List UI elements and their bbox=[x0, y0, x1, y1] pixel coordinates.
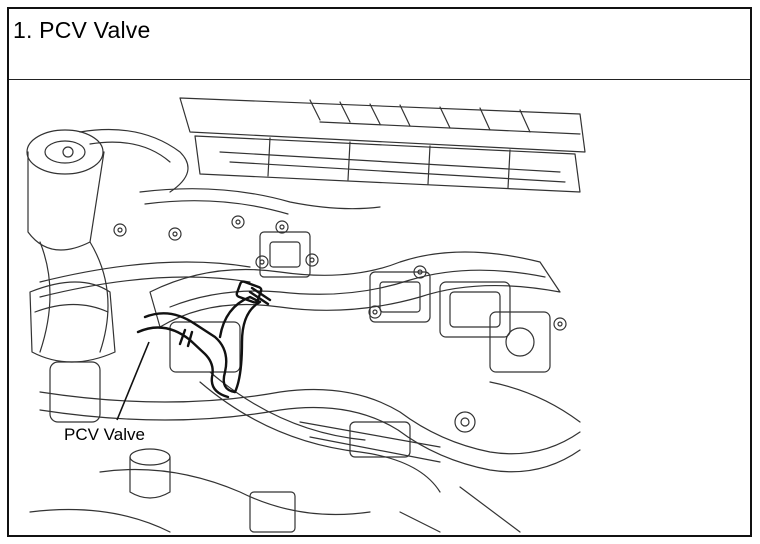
page-title: 1. PCV Valve bbox=[13, 17, 151, 43]
vent-slots bbox=[309, 99, 531, 133]
strut-tower bbox=[26, 129, 104, 175]
pcv-hose bbox=[136, 280, 272, 399]
pcv-valve-callout: PCV Valve bbox=[64, 425, 145, 444]
cowl-panel bbox=[179, 97, 586, 153]
intake-manifold bbox=[149, 251, 561, 328]
reservoir bbox=[29, 281, 116, 363]
upper-shroud bbox=[194, 135, 581, 193]
callout-leader bbox=[116, 341, 150, 421]
document-frame: 1. PCV Valve bbox=[7, 7, 752, 537]
sensor-housing bbox=[369, 271, 431, 323]
title-row: 1. PCV Valve bbox=[9, 9, 750, 80]
engine-cover bbox=[489, 311, 551, 373]
engine-bay-illustration: PCV Valve bbox=[20, 92, 590, 538]
engine-line-drawing: PCV Valve bbox=[26, 97, 586, 533]
